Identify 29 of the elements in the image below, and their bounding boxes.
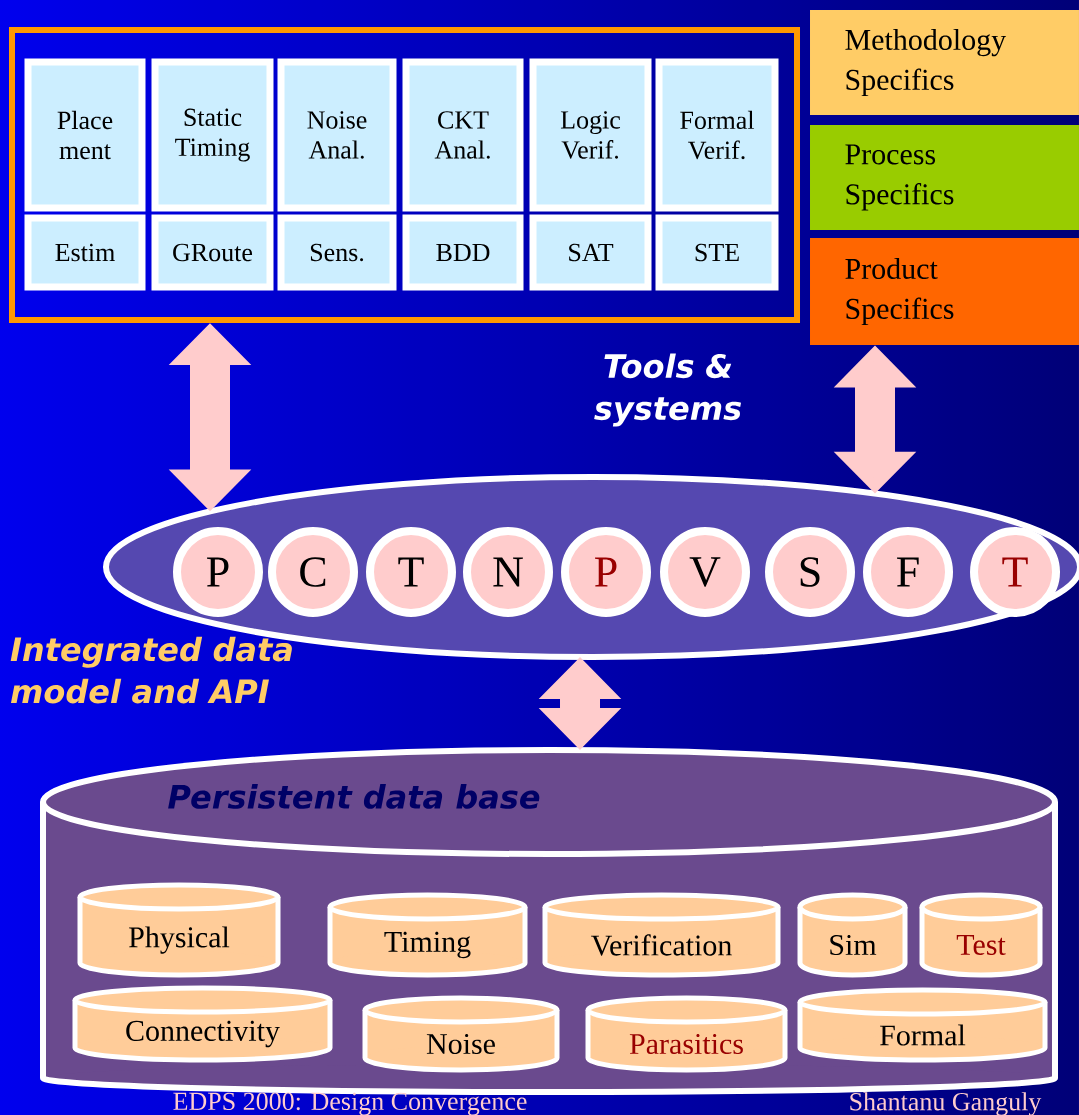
data-cylinder: Noise — [362, 995, 560, 1073]
specifics-box: Methodology Specifics — [810, 10, 1079, 115]
footer-text: Shantanu Ganguly — [850, 1092, 1042, 1115]
tool-box: Static Timing — [151, 58, 274, 212]
tool-box: Logic Verif. — [529, 58, 652, 212]
tool-box: STE — [655, 214, 779, 291]
tool-box: GRoute — [151, 214, 274, 291]
tool-box: Noise Anal. — [277, 58, 397, 212]
caption-label: Tools & systems — [594, 353, 741, 427]
data-cylinder: Verification — [542, 892, 781, 978]
tool-box: SAT — [529, 214, 652, 291]
data-cylinder: Parasitics — [585, 995, 788, 1073]
tool-box: BDD — [402, 214, 524, 291]
data-cylinder: Connectivity — [72, 985, 333, 1063]
caption-label: Integrated data model and API — [10, 636, 292, 704]
specifics-box: Product Specifics — [810, 238, 1079, 345]
data-cylinder: Sim — [797, 892, 908, 978]
tool-box: Place ment — [24, 58, 146, 212]
tool-frame — [9, 27, 800, 323]
tool-box: Formal Verif. — [655, 58, 779, 212]
tool-box: Estim — [24, 214, 146, 291]
data-cylinder: Formal — [797, 987, 1048, 1063]
tool-box: CKT Anal. — [402, 58, 524, 212]
data-cylinder: Test — [919, 892, 1043, 978]
footer-text: EDPS 2000: Design Convergence — [173, 1092, 527, 1115]
data-cylinder: Physical — [77, 882, 281, 978]
data-cylinder: Timing — [327, 892, 528, 978]
specifics-box: Process Specifics — [810, 125, 1079, 230]
tool-box: Sens. — [277, 214, 397, 291]
